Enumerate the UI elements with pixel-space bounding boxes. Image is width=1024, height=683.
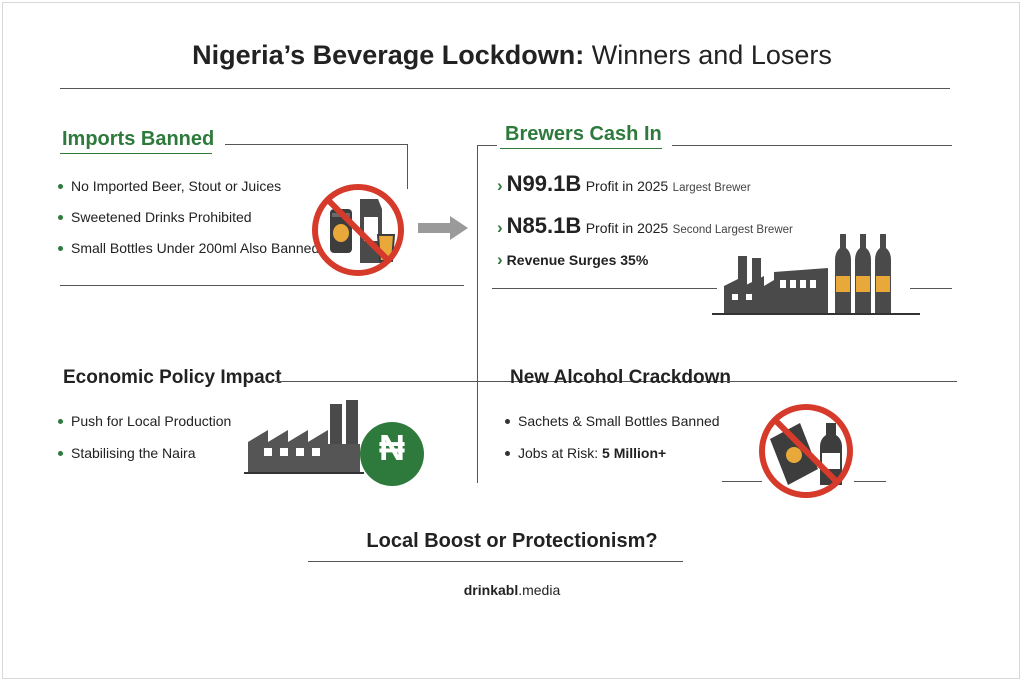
- list-item: Sachets & Small Bottles Banned: [505, 413, 720, 429]
- title-divider: [60, 88, 950, 89]
- factory-icon: [244, 400, 424, 486]
- stat-largest-brewer: ›N99.1B Profit in 2025 Largest Brewer: [497, 171, 751, 197]
- site-link[interactable]: drinkabl.media: [0, 582, 1024, 598]
- no-sachet-bottle-icon: [759, 404, 853, 498]
- arrow-right-icon: [418, 216, 468, 240]
- list-item: Stabilising the Naira: [58, 445, 231, 461]
- stat-value: N99.1B: [506, 171, 582, 196]
- brewers-bottom-rule-right: [910, 288, 952, 289]
- title-regular: Winners and Losers: [591, 40, 832, 70]
- list-item: Small Bottles Under 200ml Also Banned: [58, 240, 319, 256]
- naira-coin-icon: ₦: [379, 427, 405, 468]
- jobs-value: 5 Million+: [602, 445, 667, 461]
- chevron-right-icon: ›: [497, 218, 503, 237]
- stat-note: Largest Brewer: [672, 182, 751, 194]
- jobs-label: Jobs at Risk:: [518, 445, 599, 461]
- page-title: Nigeria’s Beverage Lockdown: Winners and…: [0, 40, 1024, 71]
- center-divider: [477, 145, 478, 483]
- brewers-rule-left: [477, 145, 497, 146]
- list-item: No Imported Beer, Stout or Juices: [58, 178, 319, 194]
- chevron-right-icon: ›: [497, 250, 503, 269]
- imports-rule: [225, 144, 408, 145]
- site-bold: drinkabl: [463, 582, 519, 598]
- list-item: Push for Local Production: [58, 413, 231, 429]
- list-item: Jobs at Risk: 5 Million+: [505, 445, 720, 461]
- alcohol-rule: [727, 381, 957, 382]
- policy-list: Push for Local Production Stabilising th…: [58, 413, 231, 461]
- brewers-bottom-rule: [492, 288, 717, 289]
- list-item: Sweetened Drinks Prohibited: [58, 209, 319, 225]
- alcohol-bottom-rule-right: [854, 481, 886, 482]
- stat-label: Profit in 2025: [585, 178, 669, 194]
- imports-rule-drop: [407, 144, 408, 189]
- imports-bottom-rule: [60, 285, 464, 286]
- stat-label: Profit in 2025: [585, 220, 669, 236]
- chevron-right-icon: ›: [497, 176, 503, 195]
- alcohol-bottom-rule-left: [722, 481, 762, 482]
- footer-rule: [308, 561, 683, 562]
- alcohol-list: Sachets & Small Bottles Banned Jobs at R…: [505, 413, 720, 461]
- middle-rule: [275, 381, 745, 382]
- stat-second-brewer: ›N85.1B Profit in 2025 Second Largest Br…: [497, 213, 793, 239]
- brewery-factory-icon: [712, 234, 920, 315]
- site-rest: .media: [518, 582, 561, 598]
- alcohol-heading: New Alcohol Crackdown: [510, 367, 731, 388]
- brewers-heading: Brewers Cash In: [505, 123, 662, 145]
- no-imports-icon: [312, 184, 404, 276]
- stat-note: Second Largest Brewer: [672, 224, 793, 236]
- stat-value: N85.1B: [506, 213, 582, 238]
- policy-heading: Economic Policy Impact: [63, 367, 282, 388]
- imports-heading-underline: [60, 153, 212, 154]
- brewers-rule-right: [672, 145, 952, 146]
- stat-label: Revenue Surges 35%: [506, 252, 649, 268]
- brewers-heading-underline: [500, 148, 662, 149]
- footer-question: Local Boost or Protectionism?: [366, 530, 658, 552]
- stat-revenue: ›Revenue Surges 35%: [497, 250, 648, 270]
- imports-heading: Imports Banned: [62, 128, 215, 150]
- title-bold: Nigeria’s Beverage Lockdown:: [192, 40, 585, 70]
- imports-list: No Imported Beer, Stout or Juices Sweete…: [58, 178, 319, 256]
